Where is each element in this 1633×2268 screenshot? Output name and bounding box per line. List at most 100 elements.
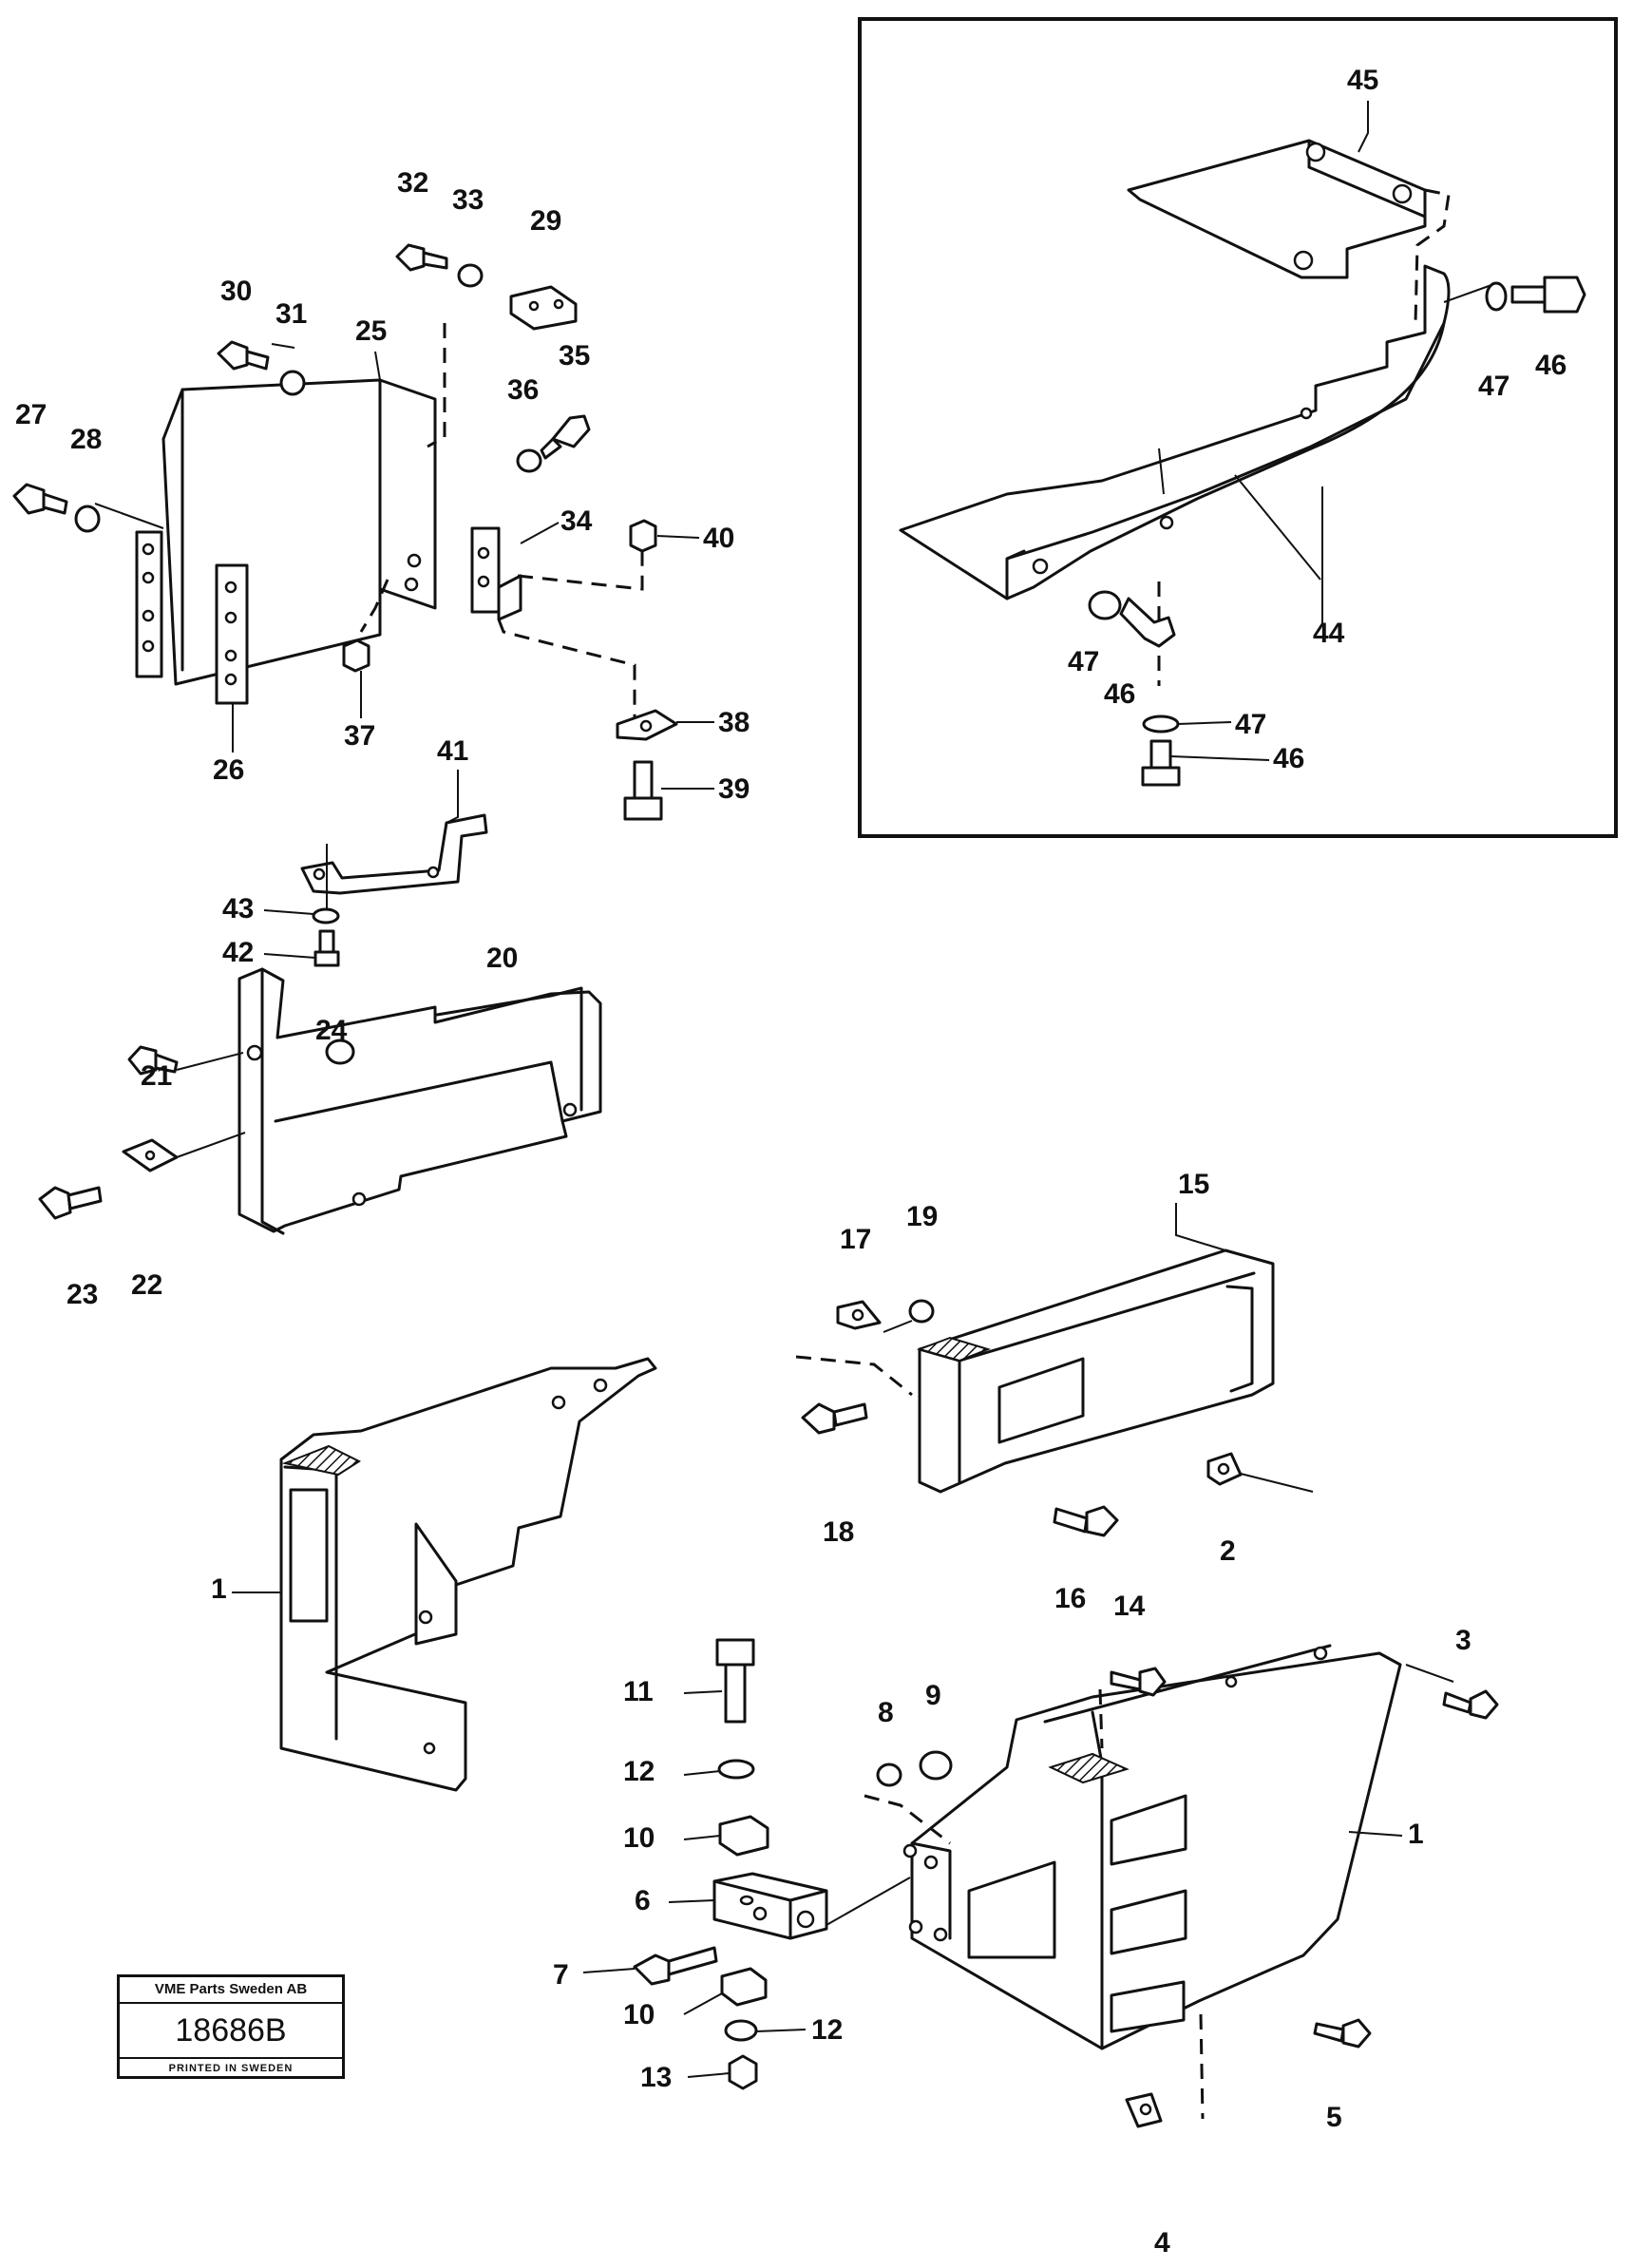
callout-16: 16 — [1054, 1583, 1086, 1614]
callout-43: 43 — [222, 893, 254, 924]
callout-46-right: 46 — [1535, 350, 1567, 381]
callout-7: 7 — [553, 1959, 569, 1991]
leader-27 — [94, 503, 164, 529]
part-17-clip — [836, 1300, 882, 1330]
leader-17-15 — [795, 1355, 913, 1397]
callout-38: 38 — [718, 707, 750, 738]
part-36-washer — [516, 448, 542, 473]
callout-36: 36 — [507, 374, 539, 406]
stamp-drawing-number: 18686B — [175, 2012, 287, 2049]
part-1-frame-left — [279, 1357, 657, 1792]
part-2-clip — [1206, 1452, 1243, 1486]
part-9-spacer — [919, 1750, 953, 1781]
part-29-clip — [509, 285, 578, 331]
callout-9: 9 — [925, 1680, 941, 1711]
part-14-bolt — [1110, 1667, 1167, 1697]
callout-42: 42 — [222, 937, 254, 968]
part-16-bolt — [1053, 1505, 1119, 1537]
part-39-bolt — [623, 760, 663, 821]
callout-27: 27 — [15, 399, 47, 430]
part-27-bolt — [12, 483, 68, 515]
leader-8-1 — [864, 1794, 951, 1845]
part-10-block-upper — [718, 1815, 769, 1857]
part-8-washer — [876, 1763, 902, 1787]
part-32-bolt — [395, 243, 448, 272]
part-13-nut — [728, 2054, 758, 2090]
callout-15: 15 — [1178, 1169, 1209, 1200]
part-20-tray — [237, 967, 602, 1235]
inset-leader-e — [1234, 474, 1321, 581]
leader-2-14 — [1098, 1688, 1104, 1749]
callout-44: 44 — [1313, 618, 1345, 649]
leader-34-38 — [497, 619, 636, 722]
part-45-plate — [1127, 139, 1427, 279]
part-12-washer-upper — [717, 1759, 755, 1780]
part-40-nut — [629, 519, 657, 553]
part-21-bolt — [127, 1045, 179, 1076]
part-30-bolt — [217, 340, 270, 371]
leader-34-40 — [517, 551, 644, 591]
inset-frame — [858, 17, 1618, 838]
part-15-box — [916, 1248, 1275, 1494]
leader-3-1 — [1405, 1664, 1454, 1683]
callout-13: 13 — [640, 2062, 672, 2093]
callout-34: 34 — [560, 505, 593, 537]
callout-47-right: 47 — [1478, 371, 1510, 402]
part-25-cover-plate — [161, 378, 437, 686]
part-46-bolt-inset-low — [1141, 739, 1181, 787]
part-37-nut — [342, 638, 370, 673]
callout-30: 30 — [220, 276, 252, 307]
part-47-washer-inset-right — [1485, 281, 1508, 312]
callout-11: 11 — [623, 1676, 654, 1707]
callout-46-mid: 46 — [1104, 678, 1135, 710]
callout-4: 4 — [1154, 2227, 1170, 2258]
callout-22: 22 — [131, 1269, 162, 1301]
part-6-mount-bar — [712, 1872, 828, 1940]
callout-17: 17 — [840, 1224, 871, 1255]
callout-24: 24 — [315, 1015, 348, 1046]
callout-8: 8 — [878, 1697, 894, 1728]
callout-32: 32 — [397, 167, 428, 199]
leader-29-25 — [427, 323, 446, 448]
part-46-bolt-inset-mid — [1119, 597, 1176, 648]
callout-31: 31 — [275, 298, 307, 330]
part-28-washer — [74, 505, 101, 533]
part-46-bolt-inset-right — [1510, 276, 1586, 314]
part-3-bolt — [1442, 1689, 1499, 1720]
part-23-bolt — [38, 1186, 103, 1220]
callout-20: 20 — [486, 943, 518, 974]
callout-40: 40 — [703, 523, 734, 554]
callout-1-right: 1 — [1408, 1819, 1424, 1850]
part-41-bracket — [300, 813, 488, 895]
callout-45: 45 — [1347, 65, 1378, 96]
leader-4-1 — [1199, 2013, 1205, 2120]
callout-10-upper: 10 — [623, 1822, 655, 1854]
callout-47-low: 47 — [1235, 709, 1266, 740]
leader-30 — [271, 343, 295, 349]
callout-1-left: 1 — [211, 1573, 227, 1605]
part-11-bolt — [715, 1638, 755, 1724]
callout-47-mid: 47 — [1068, 646, 1099, 677]
callout-12-lower: 12 — [811, 2014, 843, 2046]
callout-14: 14 — [1113, 1591, 1146, 1622]
callout-33: 33 — [452, 184, 484, 216]
callout-18: 18 — [823, 1516, 854, 1548]
label-leaders — [232, 101, 1403, 2078]
leader-37-25 — [359, 579, 389, 633]
callout-39: 39 — [718, 773, 750, 805]
part-44-step — [899, 264, 1451, 600]
part-47-washer-inset-mid — [1088, 590, 1122, 620]
callout-29: 29 — [530, 205, 561, 237]
leader-6-1 — [826, 1877, 911, 1926]
callout-28: 28 — [70, 424, 102, 455]
part-5-bolt — [1313, 2018, 1372, 2049]
part-10-block-lower — [720, 1967, 768, 2007]
callout-26: 26 — [213, 754, 244, 786]
inset-leader-d — [1158, 448, 1165, 495]
callout-41: 41 — [437, 735, 468, 767]
part-34-bracket — [470, 526, 522, 621]
part-33-washer — [457, 263, 484, 288]
part-35-bolt — [540, 414, 591, 460]
callout-5: 5 — [1326, 2102, 1342, 2133]
